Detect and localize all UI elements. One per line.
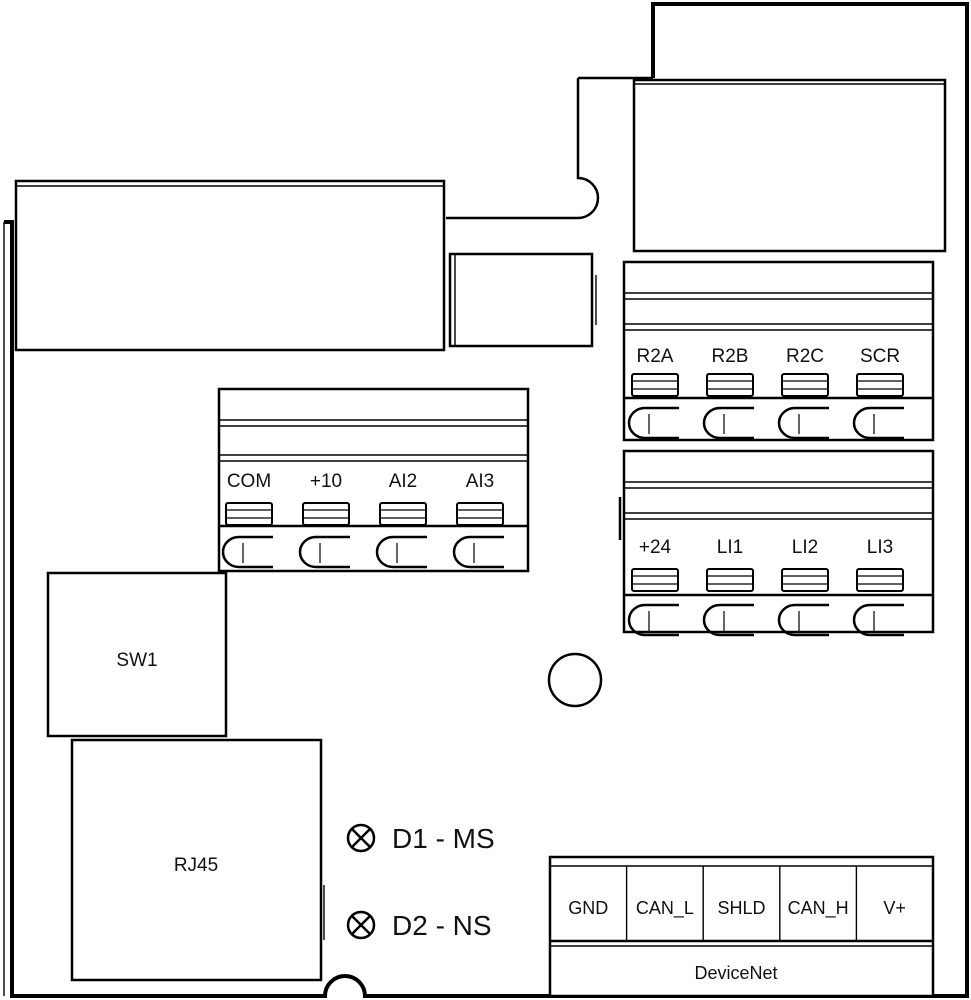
devicenet-connector: GND CAN_L SHLD CAN_H V+ DeviceNet: [548, 855, 935, 998]
logic-terminal-block: +24 LI1 LI2 LI3: [618, 449, 935, 637]
led-d2: D2 - NS: [346, 910, 492, 941]
terminal-clamp: [852, 406, 904, 440]
board-outline: [4, 2, 969, 998]
devicenet-pin-label: SHLD: [717, 898, 765, 918]
sw1-label: SW1: [116, 650, 157, 671]
terminal-label: +10: [310, 471, 342, 492]
led-d1-label: D1 - MS: [392, 823, 495, 854]
terminal-screw: [856, 568, 904, 592]
terminal-clamp: [627, 603, 679, 637]
relay-terminal-block: R2A R2B R2C SCR: [622, 260, 935, 442]
terminal-screw: [856, 373, 904, 397]
terminal-screw: [706, 568, 754, 592]
terminal-clamp: [221, 535, 273, 569]
terminal-screw: [781, 373, 829, 397]
terminal-clamp: [298, 535, 350, 569]
terminal-label: LI3: [867, 537, 893, 558]
terminal-label: R2B: [712, 346, 749, 367]
terminal-clamp: [702, 406, 754, 440]
terminal-label: LI2: [792, 537, 818, 558]
terminal-label: LI1: [717, 537, 743, 558]
terminal-screw: [781, 568, 829, 592]
terminal-screw: [379, 502, 427, 526]
terminal-clamp: [375, 535, 427, 569]
terminal-clamp: [777, 406, 829, 440]
terminal-clamp: [627, 406, 679, 440]
terminal-clamp: [777, 603, 829, 637]
terminal-screw: [706, 373, 754, 397]
terminal-label: COM: [227, 471, 271, 492]
terminal-clamp: [702, 603, 754, 637]
analog-terminal-block: COM +10 AI2 AI3: [217, 387, 530, 573]
terminal-screw: [225, 502, 273, 526]
terminal-screw: [456, 502, 504, 526]
terminal-label: +24: [639, 537, 672, 558]
led-d2-label: D2 - NS: [392, 910, 492, 941]
devicenet-pin-label: CAN_L: [636, 898, 694, 919]
top-right-connector-housing: [446, 76, 653, 220]
terminal-label: AI3: [466, 471, 495, 492]
terminal-screw: [631, 373, 679, 397]
devicenet-pin-label: GND: [568, 898, 608, 918]
rj45-connector: [70, 738, 323, 982]
top-right-connector: [632, 78, 947, 253]
terminal-label: AI2: [389, 471, 418, 492]
sw1-switch: [46, 571, 228, 738]
mounting-hole: [547, 652, 603, 708]
terminal-label: R2A: [637, 346, 674, 367]
small-middle-component: [448, 252, 594, 348]
terminal-clamp: [452, 535, 504, 569]
terminal-clamp: [852, 603, 904, 637]
terminal-screw: [631, 568, 679, 592]
top-left-component: [14, 179, 446, 352]
terminal-label: SCR: [860, 346, 900, 367]
terminal-label: R2C: [786, 346, 824, 367]
devicenet-pin-label: V+: [883, 898, 906, 918]
led-d1: D1 - MS: [346, 823, 495, 854]
terminal-screw: [302, 502, 350, 526]
devicenet-label: DeviceNet: [694, 963, 777, 983]
devicenet-pin-label: CAN_H: [788, 898, 849, 919]
rj45-label: RJ45: [174, 855, 218, 876]
